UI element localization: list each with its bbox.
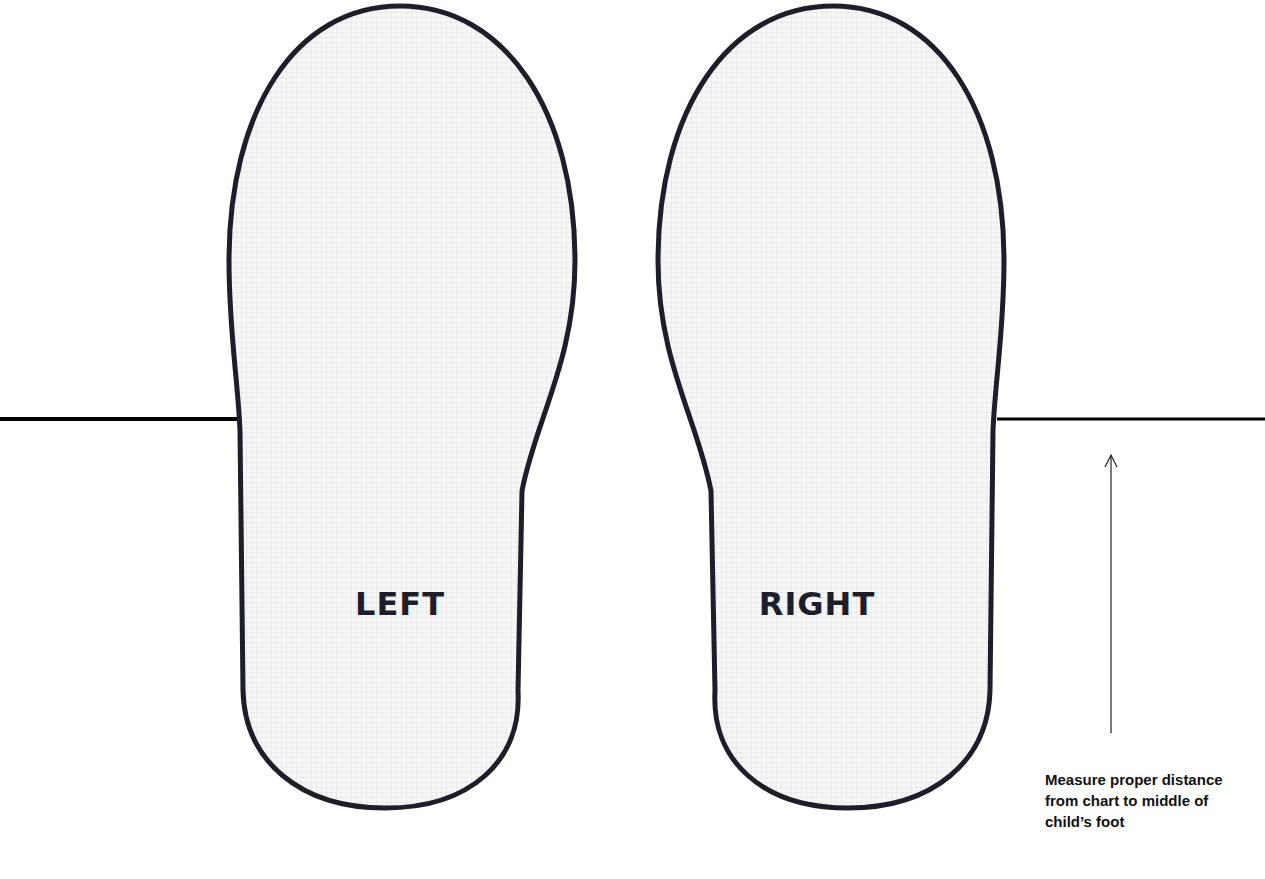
guide-line xyxy=(0,417,241,421)
foot-shape xyxy=(655,2,1007,812)
measure-arrow xyxy=(1105,455,1117,733)
foot-label: LEFT xyxy=(355,585,445,623)
foot-shape xyxy=(226,2,578,812)
guide-line xyxy=(997,418,1265,421)
instruction-note: Measure proper distance from chart to mi… xyxy=(1045,769,1250,832)
foot-outline: LEFT xyxy=(226,2,578,812)
foot-label: RIGHT xyxy=(759,585,875,623)
foot-outline: RIGHT xyxy=(655,2,1007,812)
